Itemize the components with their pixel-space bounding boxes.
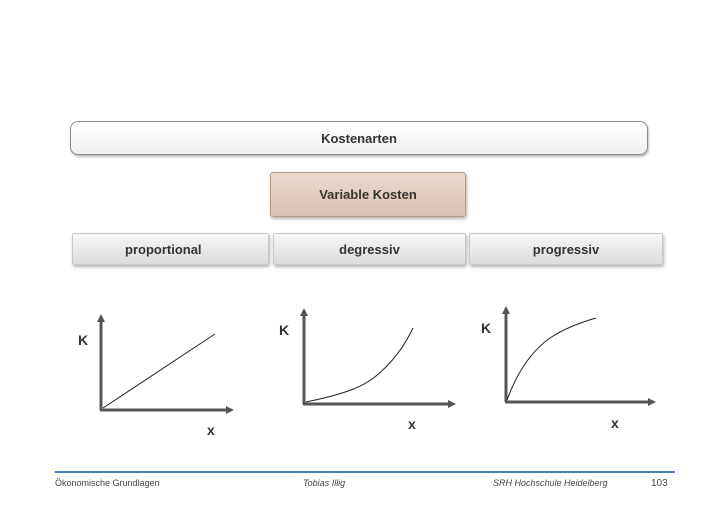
category-proportional: proportional (72, 233, 269, 265)
category-degressiv: degressiv (273, 233, 466, 265)
graph-progressiv: K x (481, 306, 656, 431)
footer-course: Ökonomische Grundlagen (55, 478, 160, 488)
graph-degressiv-curve (305, 327, 414, 403)
category-degressiv-label: degressiv (339, 241, 400, 257)
graph-degressiv-ylabel: K (279, 322, 289, 338)
graph-degressiv-xlabel: x (408, 416, 416, 432)
variable-kosten-box: Variable Kosten (270, 172, 466, 217)
graph-proportional-xlabel: x (207, 422, 215, 438)
kostenarten-label: Kostenarten (321, 130, 397, 146)
graph-degressiv: K x (279, 308, 456, 432)
kostenarten-box: Kostenarten (70, 121, 648, 155)
graph-progressiv-ylabel: K (481, 320, 491, 336)
category-progressiv-label: progressiv (532, 241, 600, 257)
footer-divider (55, 471, 675, 473)
graph-progressiv-xlabel: x (611, 415, 619, 431)
graph-proportional-curve (102, 333, 216, 409)
footer-author: Tobias Illig (303, 478, 346, 488)
variable-kosten-label: Variable Kosten (319, 187, 417, 202)
graph-proportional: K x (78, 314, 234, 438)
category-proportional-label: proportional (125, 241, 202, 257)
footer-institution: SRH Hochschule Heidelberg (493, 478, 608, 488)
footer-page-number: 103 (651, 478, 668, 489)
category-progressiv: progressiv (469, 233, 663, 265)
graph-progressiv-curve (506, 317, 597, 401)
graph-proportional-ylabel: K (78, 332, 88, 348)
